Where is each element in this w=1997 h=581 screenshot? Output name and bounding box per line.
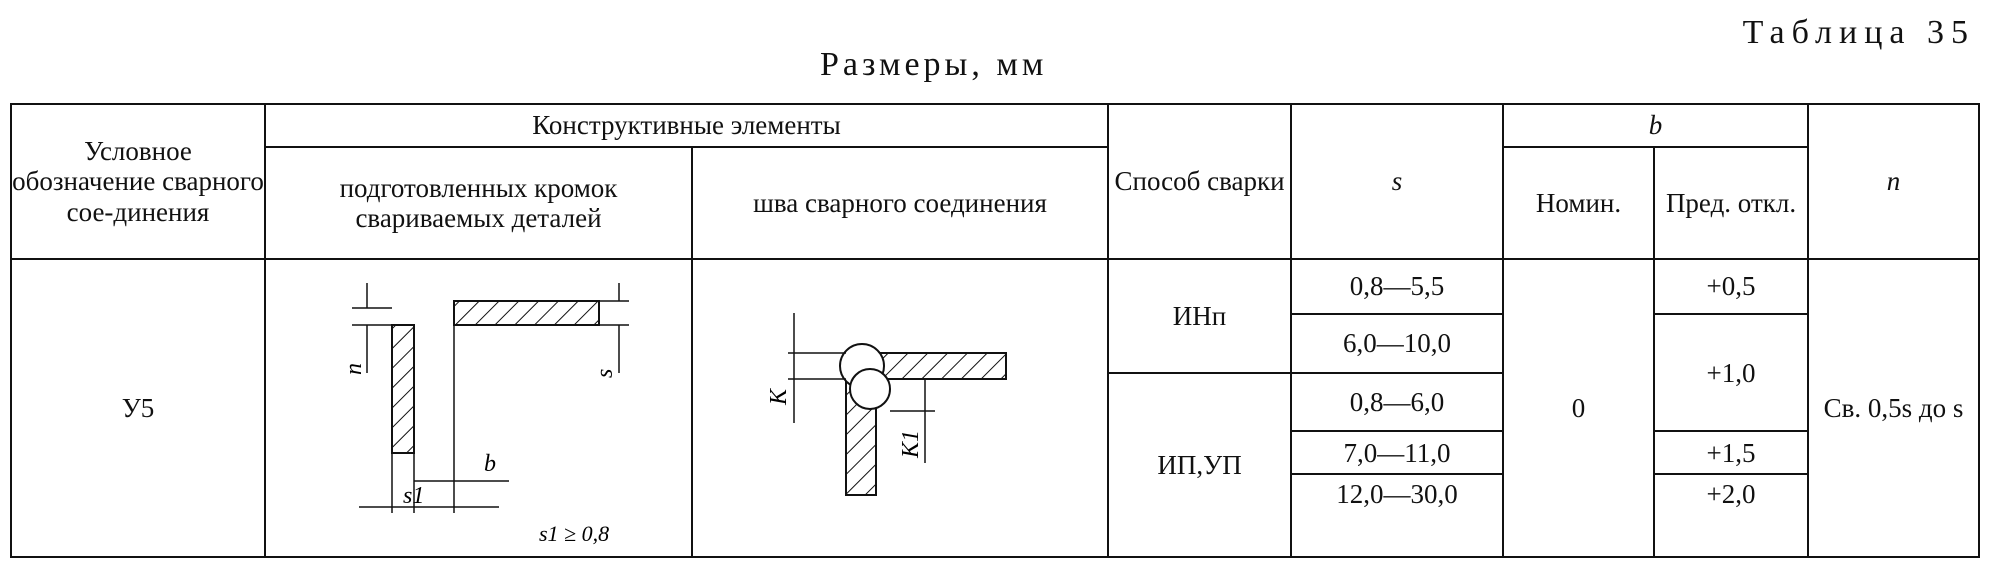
header-method: Способ сварки — [1107, 102, 1293, 261]
edges-drawing: n s b s1 s1 ≥ 0,8 — [341, 283, 629, 546]
edges-condition: s1 ≥ 0,8 — [539, 521, 609, 546]
header-weld: шва сварного соединения — [690, 145, 1110, 261]
header-b: b — [1502, 103, 1810, 148]
nominal-b-cell: 0 — [1502, 258, 1656, 558]
label-k: K — [766, 387, 792, 406]
vertical-plate — [390, 324, 415, 455]
horizontal-plate — [452, 300, 600, 327]
label-n: n — [341, 363, 367, 375]
header-prepared-edges: подготовленных кромок свариваемых детале… — [264, 145, 693, 261]
method-cell-1: ИНп — [1107, 258, 1293, 374]
label-k1: K1 — [898, 430, 924, 459]
s-range-2: 6,0—10,0 — [1290, 313, 1505, 374]
method-cell-2: ИП,УП — [1107, 371, 1293, 559]
edges-figure-cell: n s b s1 s1 ≥ 0,8 — [264, 258, 693, 558]
header-b-nominal: Номин. — [1502, 145, 1656, 261]
header-s: s — [1290, 102, 1505, 261]
designation-cell: У5 — [10, 258, 266, 558]
header-n: n — [1807, 102, 1981, 261]
label-b: b — [484, 451, 496, 477]
tolerance-1: +0,5 — [1653, 258, 1810, 316]
s-range-3: 0,8—6,0 — [1290, 371, 1505, 433]
table-number: Таблица 35 — [1742, 14, 1975, 51]
s-range-5: 12,0—30,0 — [1290, 473, 1505, 558]
weld-bead-root — [849, 368, 891, 411]
n-value-cell: Св. 0,5s до s — [1807, 258, 1981, 558]
weld-drawing: K K1 — [766, 313, 1007, 497]
s-range-1: 0,8—5,5 — [1290, 258, 1505, 316]
header-b-tolerance: Пред. откл. — [1653, 145, 1810, 261]
s-range-4: 7,0—11,0 — [1290, 430, 1505, 476]
label-s: s — [592, 369, 618, 378]
table-caption: Размеры, мм — [820, 46, 1048, 83]
dimensions-table: Условное обозначение сварного сое-динени… — [10, 102, 1981, 559]
header-designation: Условное обозначение сварного сое-динени… — [10, 102, 266, 261]
tolerance-3: +1,5 — [1653, 430, 1810, 476]
weld-figure-cell: K K1 — [690, 258, 1110, 558]
tolerance-2: +1,0 — [1653, 313, 1810, 433]
label-s1: s1 — [403, 483, 424, 509]
header-structural-elements: Конструктивные элементы — [263, 103, 1110, 148]
tolerance-4: +2,0 — [1653, 473, 1810, 558]
